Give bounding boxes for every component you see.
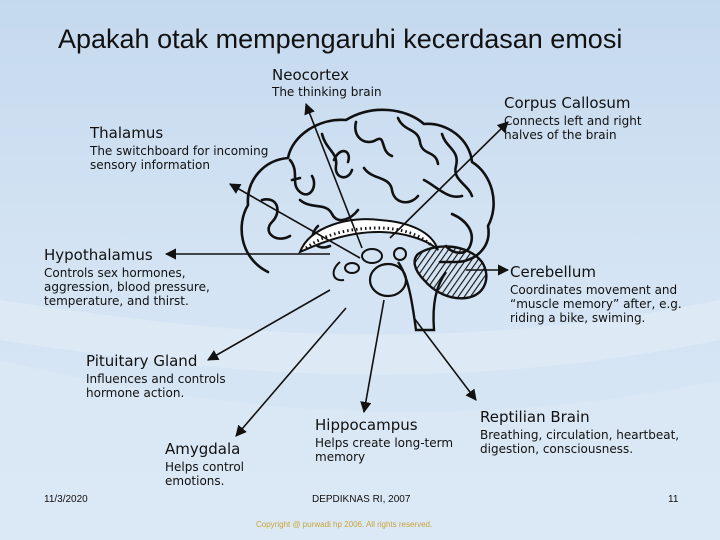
corpus-callosum-desc: Connects left and right halves of the br… [504,114,642,142]
corpus-callosum-arrow [389,121,509,239]
cerebellum-shape [413,245,488,300]
hypothalamus-label: Hypothalamus [44,246,153,264]
pituitary-arrow [207,289,331,361]
footer-copyright: Copyright @ purwadi hp 2006. All rights … [256,520,433,529]
cerebellum-label: Cerebellum [510,263,596,281]
neocortex-arrow [304,102,363,249]
hippocampus-label: Hippocampus [315,416,418,434]
reptilian-desc: Breathing, circulation, heartbeat, diges… [480,428,680,456]
amygdala-arrow [235,307,347,437]
cerebellum-desc: Coordinates movement and “muscle memory”… [510,283,682,325]
thalamus-arrow [229,183,361,259]
hypothalamus-desc: Controls sex hormones, aggression, blood… [44,266,210,308]
amygdala-label: Amygdala [165,440,241,458]
slide-title: Apakah otak mempengaruhi kecerdasan emos… [58,24,623,54]
pituitary-desc: Influences and controls hormone action. [86,372,226,400]
thalamus-desc: The switchboard for incoming sensory inf… [90,144,269,172]
footer-page-number: 11 [668,494,679,505]
corpus-callosum-label: Corpus Callosum [504,94,631,112]
pituitary-label: Pituitary Gland [86,352,198,370]
footer-date: 11/3/2020 [44,494,88,505]
thalamus-label: Thalamus [90,124,164,142]
brain-outline [240,108,495,274]
reptilian-label: Reptilian Brain [480,408,590,426]
neocortex-label: Neocortex [272,66,349,84]
amygdala-desc: Helps control emotions. [165,460,245,488]
hippocampus-desc: Helps create long-term memory [315,436,454,464]
neocortex-desc: The thinking brain [272,85,382,99]
reptilian-arrow [413,317,477,401]
hippocampus-arrow [360,299,385,414]
footer-source: DEPDIKNAS RI, 2007 [312,494,411,505]
